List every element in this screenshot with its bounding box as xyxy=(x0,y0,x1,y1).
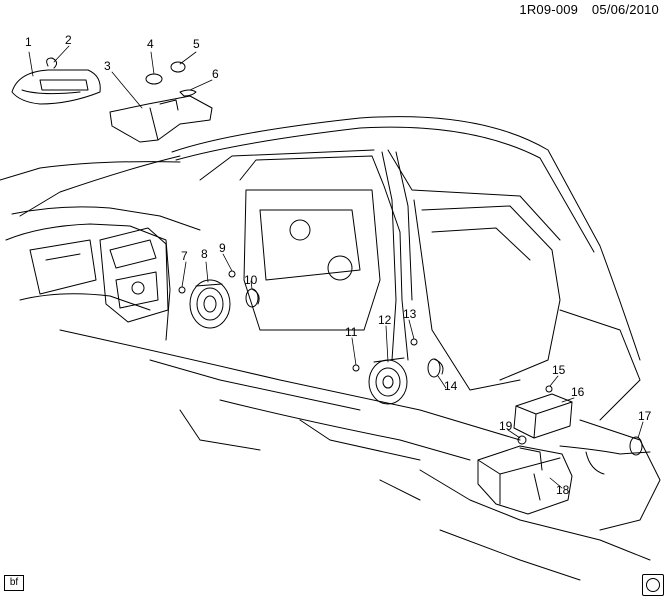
callout-18: 18 xyxy=(556,483,570,497)
callout-7: 7 xyxy=(181,249,188,263)
rear-door-speaker xyxy=(368,357,408,405)
callout-10: 10 xyxy=(244,273,258,287)
vehicle-body xyxy=(0,116,661,581)
front-speaker-grommet xyxy=(245,288,260,308)
leader-lines xyxy=(28,45,644,489)
callout-5: 5 xyxy=(193,37,200,51)
callout-17: 17 xyxy=(638,409,652,423)
rear-speaker-grommet xyxy=(427,358,444,378)
diagram-header: 1R09-009 05/06/2010 xyxy=(509,2,659,17)
callout-19: 19 xyxy=(499,419,513,433)
callout-12: 12 xyxy=(378,313,392,327)
nut-fastener xyxy=(517,435,527,445)
callout-4: 4 xyxy=(147,37,154,51)
callout-3: 3 xyxy=(104,59,111,73)
callout-13: 13 xyxy=(403,307,417,321)
diagram-code: 1R09-009 xyxy=(519,2,579,17)
pillar-trim-panel xyxy=(109,95,213,143)
callout-1: 1 xyxy=(25,35,32,49)
callout-14: 14 xyxy=(444,379,458,393)
callout-16: 16 xyxy=(571,385,585,399)
tweeter-assembly xyxy=(145,61,197,97)
diagram-date: 05/06/2010 xyxy=(591,2,659,17)
callout-8: 8 xyxy=(201,247,208,261)
front-door-speaker xyxy=(189,279,231,329)
wiring-harness xyxy=(559,436,651,475)
dome-light-assembly xyxy=(11,57,101,105)
fasteners xyxy=(178,270,553,393)
amplifier-module xyxy=(513,393,573,439)
callout-9: 9 xyxy=(219,241,226,255)
callout-6: 6 xyxy=(212,67,219,81)
callout-15: 15 xyxy=(552,363,566,377)
callout-11: 11 xyxy=(345,325,358,339)
footer-tag: bf xyxy=(4,575,24,591)
wiring-symbol-icon xyxy=(642,574,664,596)
subwoofer-enclosure xyxy=(477,445,573,515)
callout-2: 2 xyxy=(65,33,72,47)
